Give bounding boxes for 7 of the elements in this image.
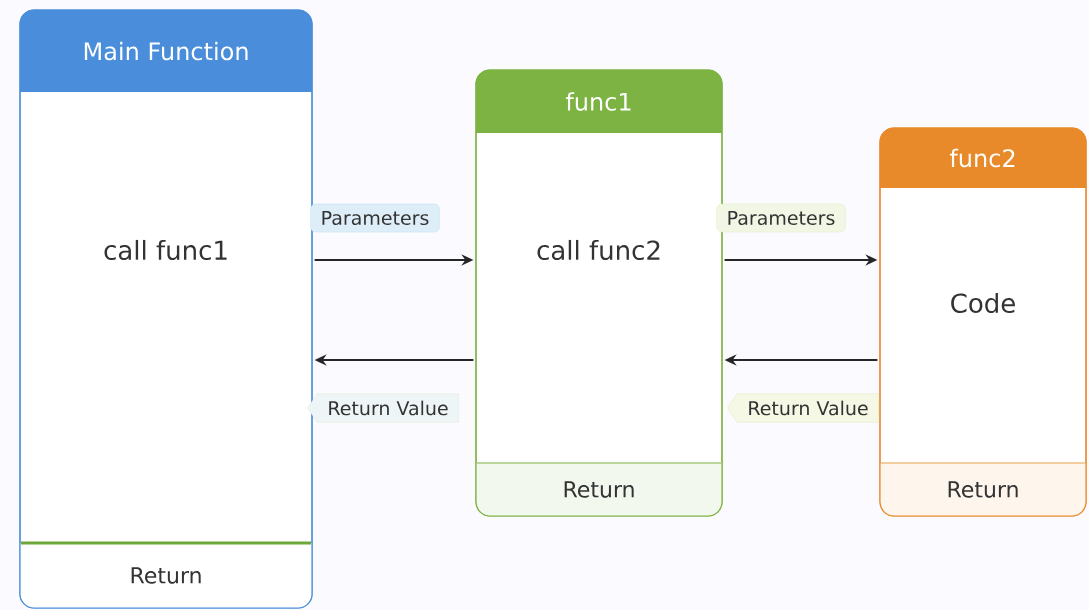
function-box: Main Function call func1 Return <box>19 9 313 609</box>
edge-label: Return Value <box>727 393 879 423</box>
function-box: func1 call func2 Return <box>475 69 723 517</box>
edge-label: Parameters <box>716 203 846 233</box>
edge-label: Parameters <box>310 203 440 233</box>
edge-label: Return Value <box>307 393 459 423</box>
function-box: func2 Code Return <box>879 127 1087 517</box>
